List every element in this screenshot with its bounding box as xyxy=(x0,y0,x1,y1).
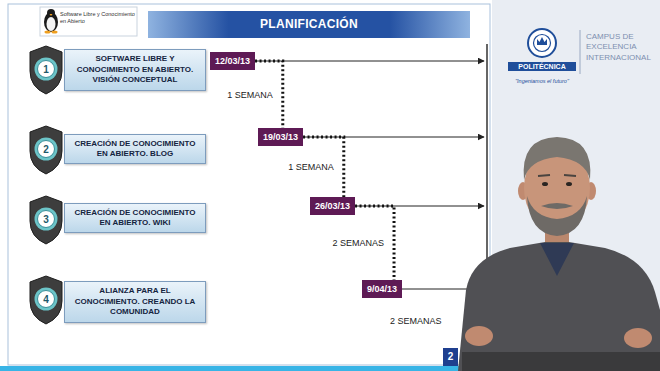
brand-name: POLITÉCNICA xyxy=(508,62,576,71)
date-text: 12/03/13 xyxy=(215,52,250,70)
brand-divider xyxy=(580,30,581,74)
penguin-foot xyxy=(45,31,51,34)
lectern xyxy=(462,352,660,371)
date-box: 12/03/13 xyxy=(210,52,255,70)
logo-text: Software Libre y Conocimiento en Abierto xyxy=(60,11,135,24)
step-badge: 3 xyxy=(28,195,64,245)
step-number: 3 xyxy=(43,214,49,225)
upm-emblem xyxy=(528,29,556,57)
shield-body xyxy=(30,196,62,244)
badge-ring xyxy=(35,58,58,81)
date-box: 26/03/13 xyxy=(310,197,355,215)
interval-label: 1 SEMANA xyxy=(286,161,336,173)
topic-text: ALIANZA PARA EL CONOCIMIENTO. CREANDO LA… xyxy=(70,286,200,317)
badge-disc xyxy=(38,211,55,228)
step-badge: 4 xyxy=(28,275,64,325)
presenter-hair xyxy=(524,137,591,180)
brand-motto: "Ingeniamos el futuro" xyxy=(503,78,581,84)
slide-ground xyxy=(0,0,492,371)
presenter-beard xyxy=(527,196,587,236)
logo-frame xyxy=(40,7,137,36)
campus-label: CAMPUS DE EXCELENCIA INTERNACIONAL xyxy=(586,32,658,63)
date-text: 19/03/13 xyxy=(263,128,298,146)
topic-box: CREACIÓN DE CONOCIMIENTO EN ABIERTO. BLO… xyxy=(64,134,206,165)
badge-disc xyxy=(38,291,55,308)
presenter-shirt xyxy=(540,243,574,276)
presenter xyxy=(458,137,660,371)
penguin-belly xyxy=(47,17,56,31)
badge-disc xyxy=(38,61,55,78)
badge-disc xyxy=(38,141,55,158)
topic-box: ALIANZA PARA EL CONOCIMIENTO. CREANDO LA… xyxy=(64,281,206,322)
interval-label: 2 SEMANAS xyxy=(330,237,386,249)
topic-text: CREACIÓN DE CONOCIMIENTO EN ABIERTO. BLO… xyxy=(70,139,200,160)
presenter-sweater xyxy=(458,242,660,371)
interval-label: 2 SEMANAS xyxy=(390,316,442,326)
topic-text: CREACIÓN DE CONOCIMIENTO EN ABIERTO. WIK… xyxy=(70,208,200,229)
step-number: 4 xyxy=(43,294,49,305)
penguin-foot xyxy=(52,31,58,34)
date-text: 26/03/13 xyxy=(315,197,350,215)
presenter-eye xyxy=(542,182,548,186)
topic-box: SOFTWARE LIBRE Y CONOCIMIENTO EN ABIERTO… xyxy=(64,49,206,90)
penguin-body xyxy=(44,12,58,32)
presenter-hand xyxy=(465,326,493,346)
slide-title: PLANIFICACIÓN xyxy=(148,11,470,38)
shield-body xyxy=(30,126,62,174)
presenter-hand xyxy=(624,328,652,348)
step-number: 2 xyxy=(43,144,49,155)
date-text: 9/04/13 xyxy=(367,280,397,298)
page-number: 2 xyxy=(443,348,458,366)
presenter-moustache xyxy=(541,203,573,209)
upm-crown xyxy=(537,37,547,45)
bottom-stripe xyxy=(0,366,470,371)
presenter-brow xyxy=(564,175,576,176)
date-box: 9/04/13 xyxy=(362,280,402,298)
step-number: 1 xyxy=(43,64,49,75)
slide-frame xyxy=(8,4,490,365)
badge-ring xyxy=(35,138,58,161)
penguin-head xyxy=(47,9,55,17)
badge-ring xyxy=(35,288,58,311)
presenter-eye xyxy=(566,182,572,186)
presenter-brow xyxy=(538,175,550,176)
shield-body xyxy=(30,46,62,94)
step-badge: 1 xyxy=(28,45,64,95)
badge-ring xyxy=(35,208,58,231)
topic-box: CREACIÓN DE CONOCIMIENTO EN ABIERTO. WIK… xyxy=(64,203,206,234)
step-badge: 2 xyxy=(28,125,64,175)
shield-body xyxy=(30,276,62,324)
upm-emblem xyxy=(534,35,551,52)
penguin-beak xyxy=(50,14,53,16)
topic-text: SOFTWARE LIBRE Y CONOCIMIENTO EN ABIERTO… xyxy=(70,54,200,85)
interval-label: 1 SEMANA xyxy=(225,89,275,101)
header-bar xyxy=(148,11,470,38)
date-box: 19/03/13 xyxy=(258,128,303,146)
